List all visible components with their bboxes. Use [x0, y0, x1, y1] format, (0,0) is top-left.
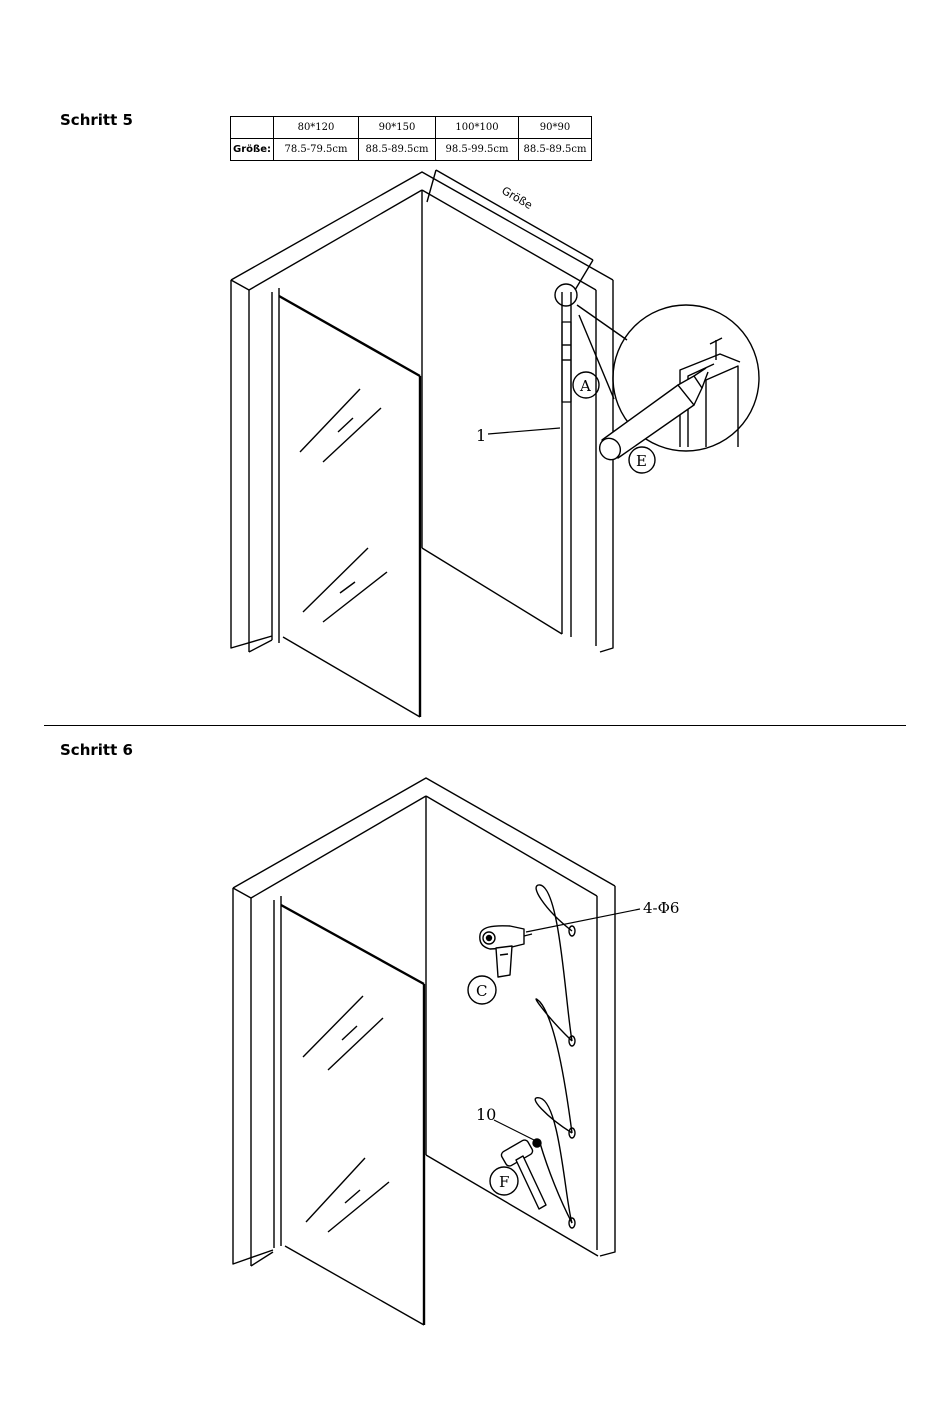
drill-icon — [480, 926, 532, 977]
label-part-10: 10 — [476, 1105, 496, 1124]
dimension-label: Größe — [499, 184, 534, 212]
step6-wall-illustration — [233, 778, 640, 1325]
label-c: C — [476, 982, 487, 1000]
label-e: E — [636, 452, 647, 470]
label-f: F — [499, 1173, 509, 1191]
step5-wall-illustration — [231, 170, 759, 717]
step6-title: Schritt 6 — [60, 741, 133, 759]
label-drill-spec: 4-Φ6 — [643, 899, 679, 917]
label-part-1: 1 — [476, 426, 486, 445]
label-a: A — [579, 377, 591, 395]
section-divider — [44, 725, 906, 726]
